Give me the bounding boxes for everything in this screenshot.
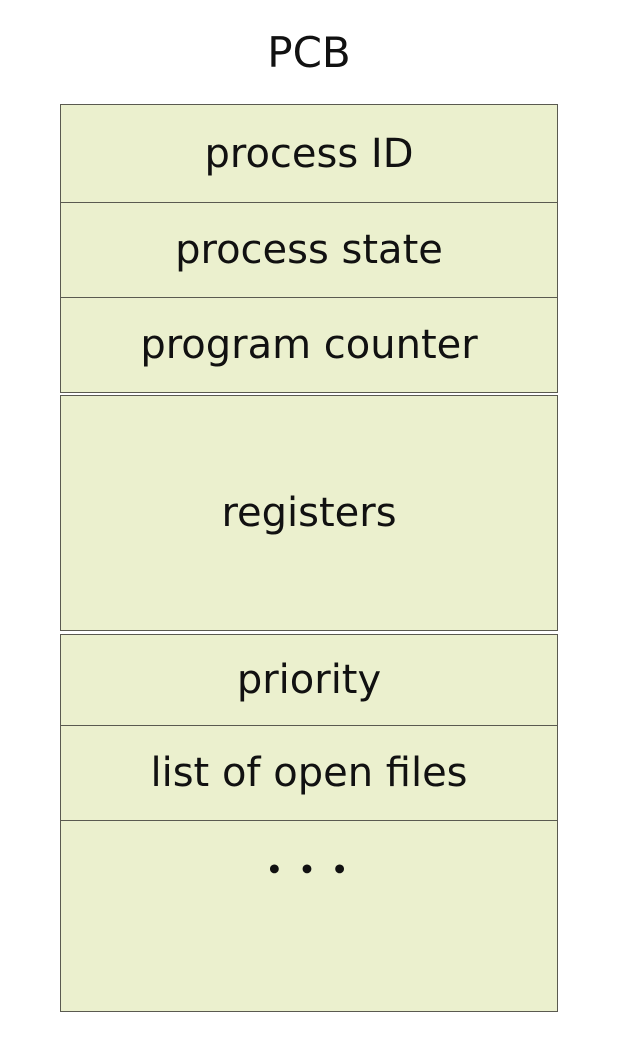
process-state-label: process state <box>175 227 443 273</box>
pcb-row-ellipsis: • • • <box>61 820 557 1011</box>
diagram-title: PCB <box>267 28 351 77</box>
registers-label: registers <box>221 490 397 536</box>
pcb-row-priority: priority <box>61 635 557 725</box>
pcb-section-registers: registers <box>60 395 558 631</box>
pcb-row-open-files: list of open files <box>61 725 557 820</box>
pcb-section-identification: process ID process state program counter <box>60 104 558 393</box>
pcb-row-process-id: process ID <box>61 105 557 202</box>
open-files-label: list of open files <box>150 750 468 796</box>
pcb-row-process-state: process state <box>61 202 557 297</box>
pcb-row-registers: registers <box>61 396 557 630</box>
process-id-label: process ID <box>204 130 414 177</box>
priority-label: priority <box>236 657 382 703</box>
ellipsis-dots: • • • <box>266 855 352 884</box>
program-counter-label: program counter <box>140 322 478 368</box>
pcb-row-program-counter: program counter <box>61 297 557 392</box>
pcb-section-scheduling-resources: priority list of open files • • • <box>60 634 558 1012</box>
